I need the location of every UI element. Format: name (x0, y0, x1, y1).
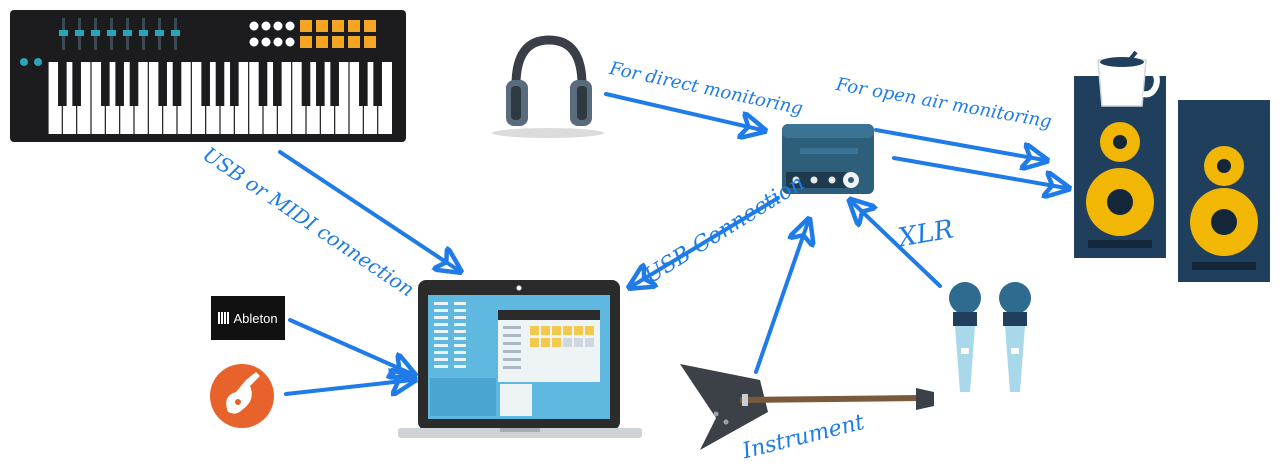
ableton-bars-icon (218, 312, 230, 324)
arrow-interface-to-speaker-2 (892, 156, 1066, 188)
arrow-mic-to-interface (852, 202, 942, 288)
speaker-icon (1074, 76, 1166, 258)
arrow-garageband-to-laptop (284, 380, 412, 394)
garageband-icon (210, 364, 274, 428)
speaker-icon (1178, 100, 1270, 282)
arrow-headphones-to-interface (604, 92, 762, 130)
microphone-icon (999, 282, 1031, 392)
arrow-interface-to-speaker-1 (874, 128, 1044, 160)
arrow-ableton-to-laptop (288, 318, 412, 374)
headphones-icon (492, 35, 604, 138)
arrow-interface-to-laptop (632, 196, 780, 286)
arrow-guitar-to-interface (754, 222, 808, 374)
guitar-icon (680, 364, 934, 450)
laptop-icon (398, 280, 642, 438)
microphone-icon (949, 282, 981, 392)
midi-keyboard-icon (10, 10, 406, 142)
ableton-logo: Ableton (211, 296, 285, 340)
audio-interface-icon (782, 124, 874, 194)
ableton-label: Ableton (233, 310, 278, 326)
coffee-mug-icon (1097, 50, 1160, 107)
arrow-keyboard-to-laptop (278, 150, 458, 270)
connection-arrows (278, 92, 1066, 394)
